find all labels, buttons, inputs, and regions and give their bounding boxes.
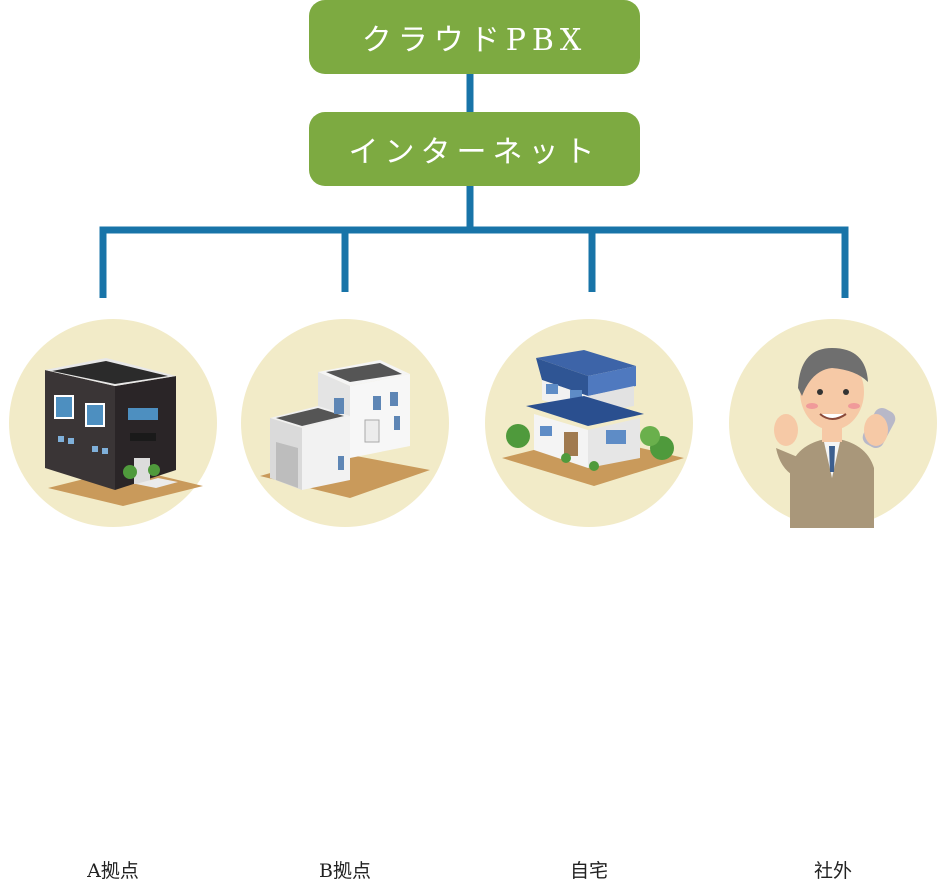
internet-node: インターネット (309, 112, 640, 186)
site-b-label: B拠点 (319, 860, 371, 882)
businessman-on-phone-icon (729, 319, 937, 528)
outside-node: 社外 (728, 318, 938, 882)
home-node: 自宅 (484, 318, 694, 882)
dark-office-building-icon (9, 319, 217, 527)
cloud-pbx-label: クラウドPBX (361, 23, 588, 58)
white-office-building-icon (241, 319, 449, 527)
site-a-label: A拠点 (87, 860, 139, 882)
cloud-pbx-node: クラウドPBX (309, 0, 640, 74)
outside-label: 社外 (813, 860, 852, 882)
house-icon (485, 319, 693, 527)
internet-label: インターネット (348, 135, 601, 170)
site-a-node: A拠点 (8, 318, 218, 882)
home-label: 自宅 (569, 860, 608, 882)
site-b-node: B拠点 (240, 318, 450, 882)
